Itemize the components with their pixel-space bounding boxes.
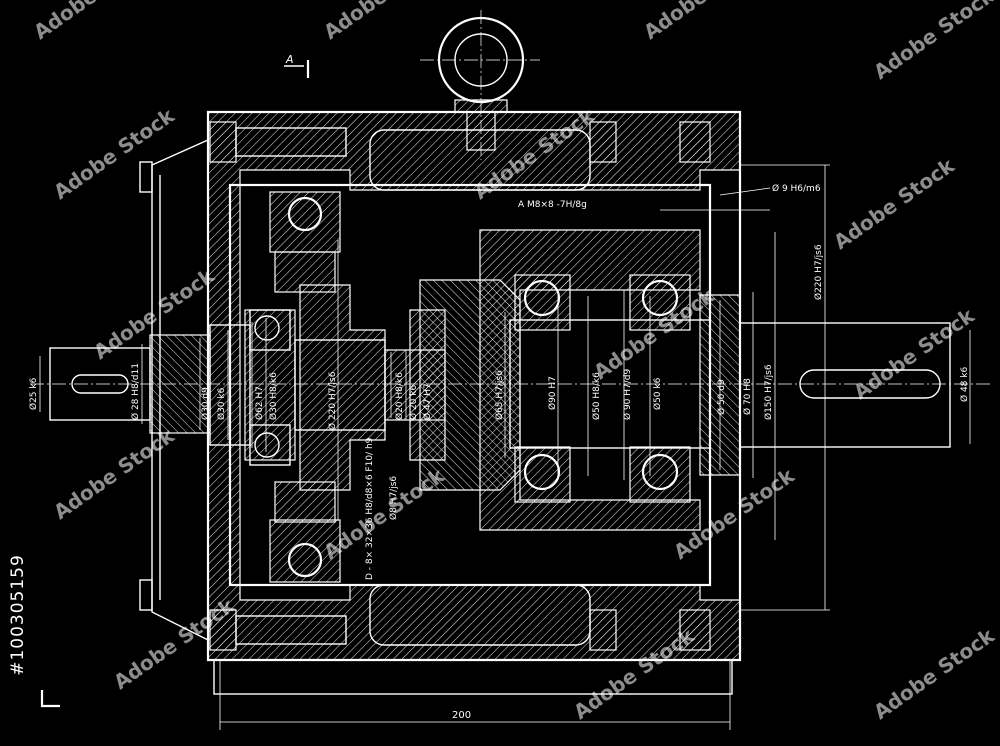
dim-right-0: Ø 9 H6/m6	[772, 183, 821, 194]
dim-center-7: Ø150 H7/js6	[763, 364, 774, 420]
dim-overall-width: 200	[452, 710, 471, 721]
svg-text:Adobe Stock: Adobe Stock	[639, 0, 769, 44]
dim-right-3: Ø 48 k6	[959, 367, 970, 402]
svg-text:A: A	[285, 53, 294, 66]
dim-center-2: Ø50 H8/k6	[591, 372, 602, 420]
output-assembly	[479, 229, 741, 531]
dim-center-5: Ø 50 d9	[716, 379, 727, 415]
dim-left-4: Ø62 H7	[254, 386, 265, 420]
stock-id: #100305159	[8, 554, 28, 676]
housing-bolts	[209, 121, 711, 651]
misc-dimensions: D - 8× 32×36 H8/d8×6 F10/ h9 Ø8 H7/js6 2…	[365, 437, 471, 721]
dim-left-1: Ø 28 H8/d11	[130, 363, 141, 420]
dim-center-6: Ø 70 H8	[742, 378, 753, 415]
dimension-texts-left: Ø25 k6 Ø 28 H8/d11 Ø30 d9 Ø30 k6 Ø62 H7 …	[28, 363, 433, 430]
dimension-texts-center: Ø65 H7/js6 Ø90 H7 Ø50 H8/k6 Ø 90 H7/d9 Ø…	[494, 364, 774, 420]
dim-left-6: Ø 220 H7/js6	[327, 371, 338, 430]
dim-center-0: Ø65 H7/js6	[494, 370, 505, 420]
svg-text:Adobe Stock: Adobe Stock	[29, 0, 159, 44]
dim-right-1: A M8×8 -7H/8g	[518, 200, 587, 210]
dim-pin: Ø8 H7/js6	[388, 476, 399, 520]
dimension-lines	[39, 164, 971, 723]
output-shaft	[470, 322, 990, 448]
dim-left-7: Ø20 H8/k6	[394, 372, 405, 420]
dim-center-3: Ø 90 H7/d9	[622, 369, 633, 420]
dim-right-2: Ø220 H7/js6	[813, 244, 824, 300]
dim-left-9: Ø 47 H7	[422, 383, 433, 420]
svg-text:Adobe Stock: Adobe Stock	[829, 153, 959, 254]
dimension-texts-right: Ø 9 H6/m6 A M8×8 -7H/8g Ø220 H7/js6 Ø 48…	[518, 183, 970, 402]
dim-left-8: Ø 20 k6	[408, 385, 419, 420]
dim-center-1: Ø90 H7	[547, 376, 558, 410]
svg-text:Adobe Stock: Adobe Stock	[869, 0, 999, 84]
dim-left-2: Ø30 d9	[200, 387, 211, 420]
housing	[206, 110, 742, 730]
dim-left-5: Ø30 H8/k6	[268, 372, 279, 420]
dim-left-3: Ø30 k6	[216, 387, 227, 420]
svg-text:Adobe Stock: Adobe Stock	[319, 0, 449, 44]
svg-text:Adobe Stock: Adobe Stock	[869, 623, 999, 724]
dim-center-4: Ø50 k6	[652, 377, 663, 410]
dim-spline: D - 8× 32×36 H8/d8×6 F10/ h9	[365, 437, 375, 580]
section-marker: A	[40, 53, 310, 708]
dim-left-0: Ø25 k6	[28, 377, 39, 410]
